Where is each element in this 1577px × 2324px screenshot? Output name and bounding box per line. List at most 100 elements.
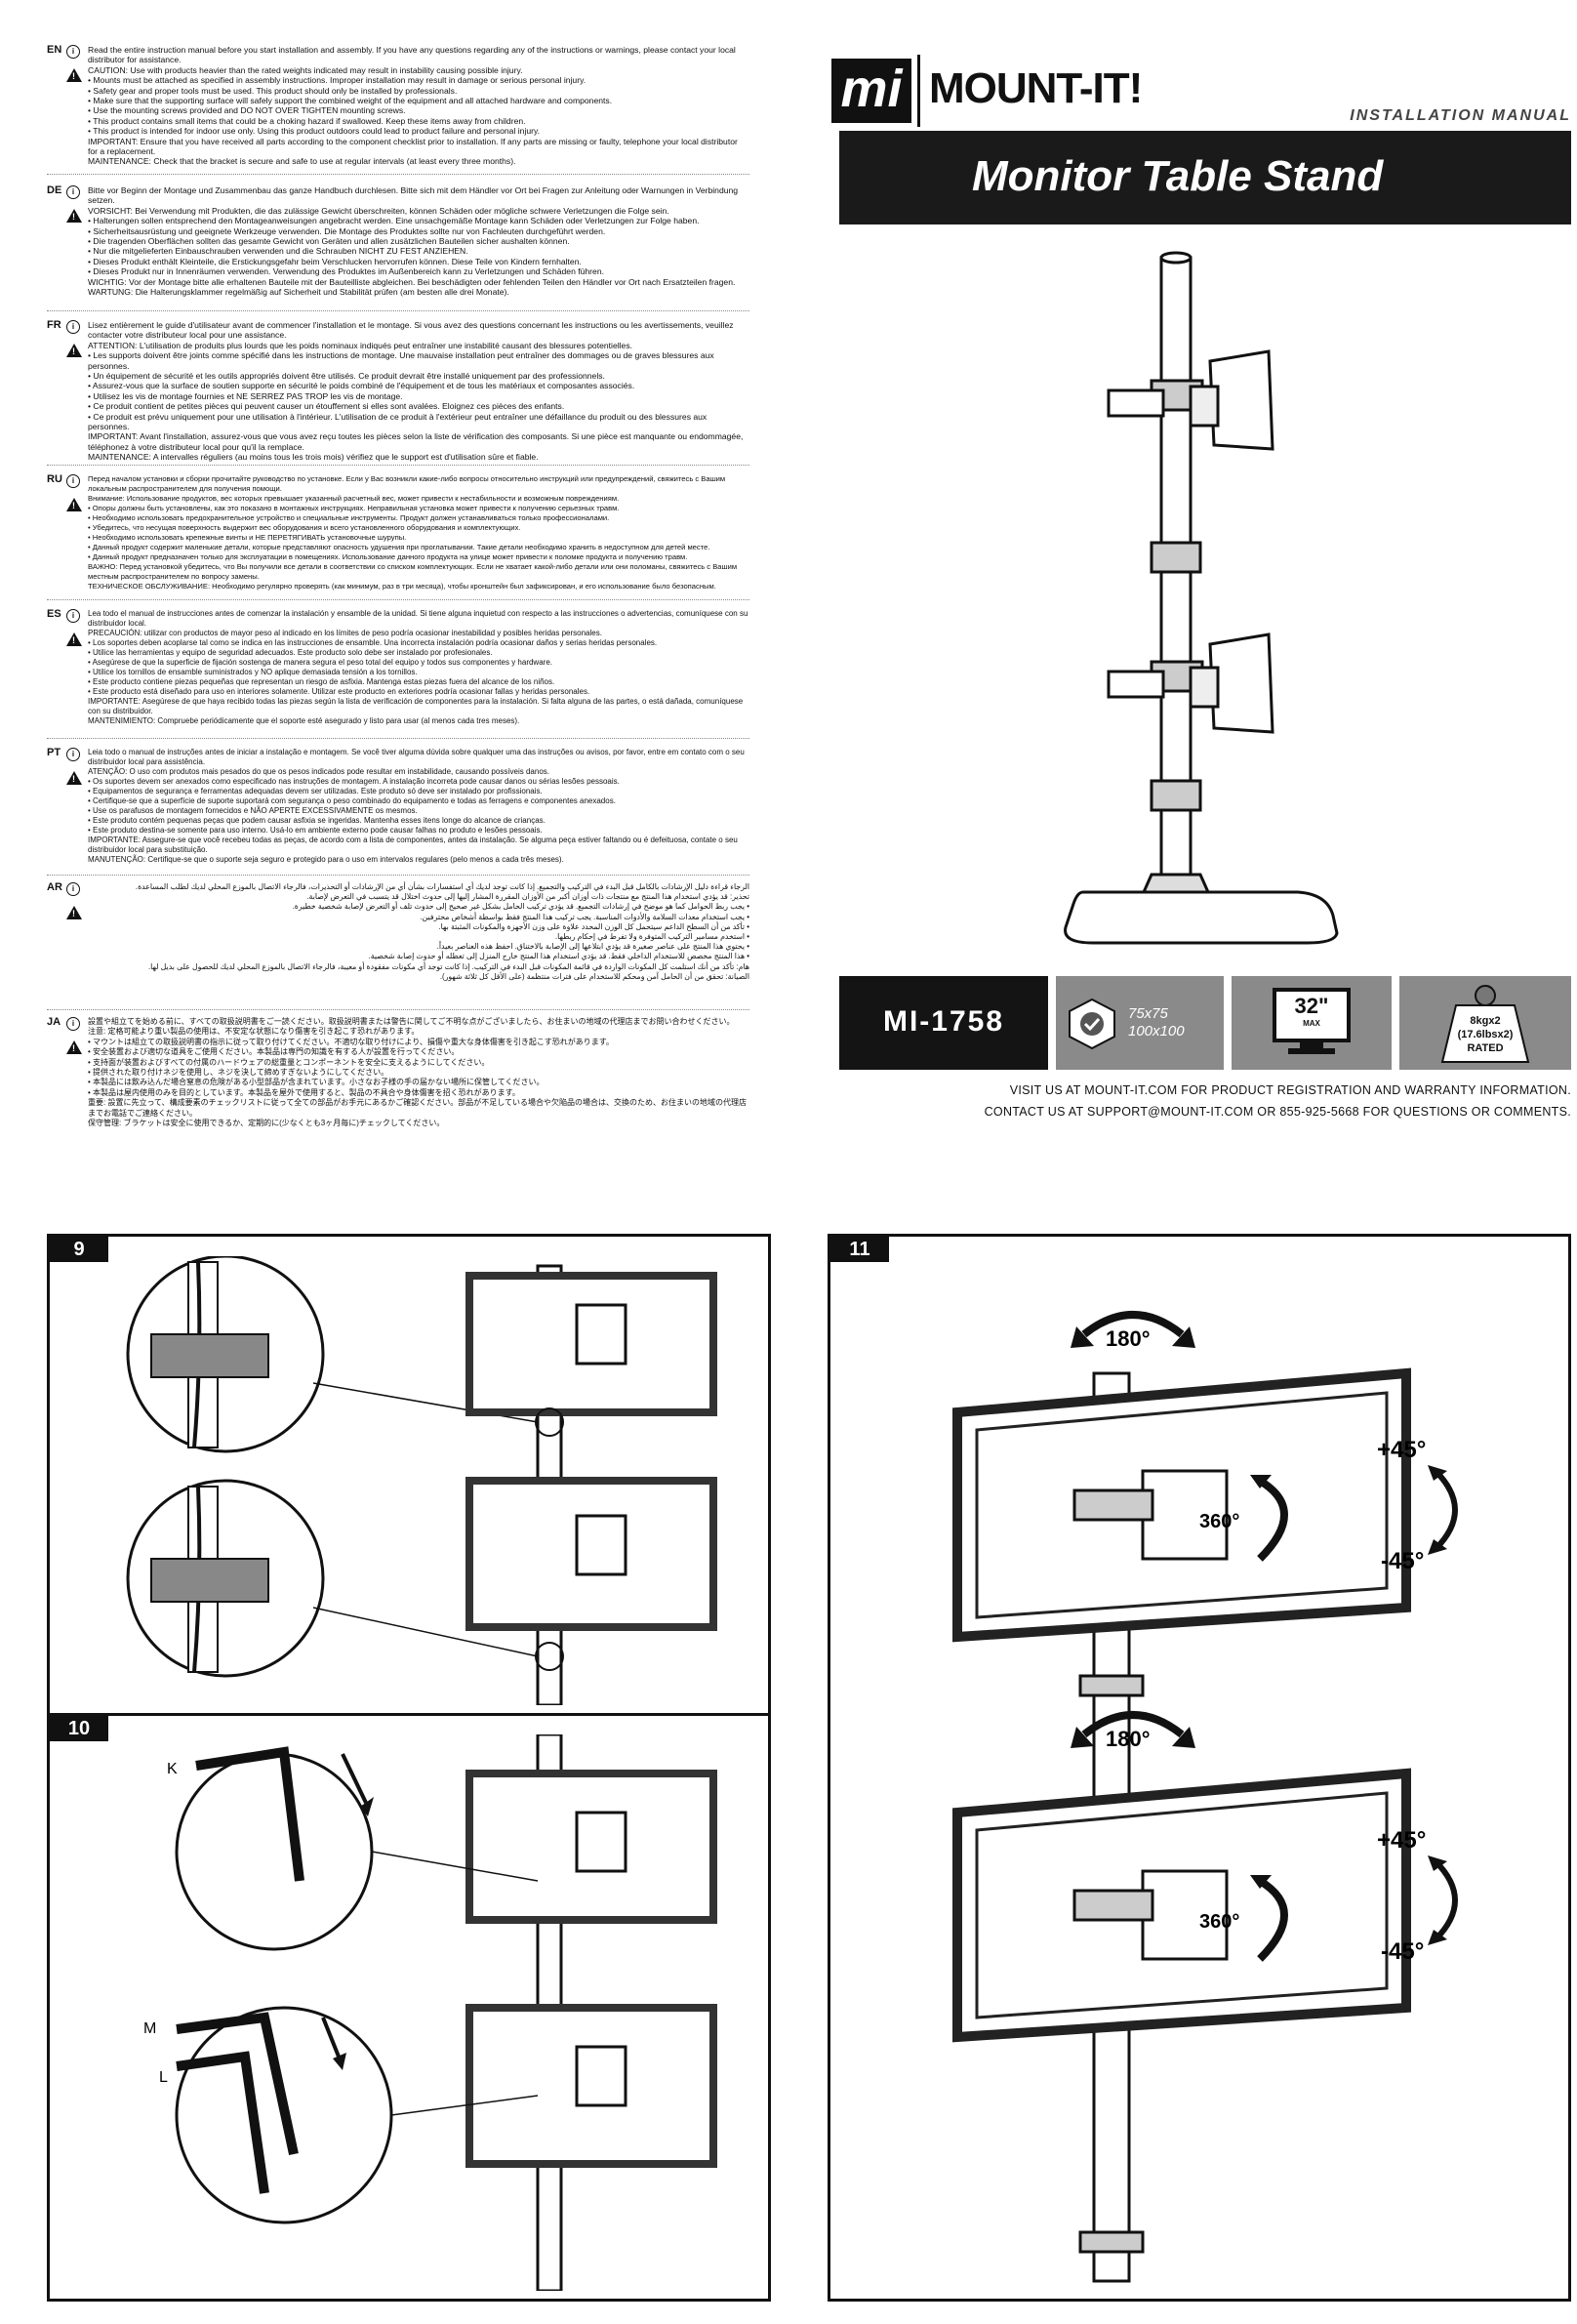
- warning-text: • Ce produit contient de petites pièces …: [88, 401, 565, 412]
- warning-block-ru: RU i Перед началом установки и сборки пр…: [47, 474, 749, 599]
- warning-block-es: ES i Lea todo el manual de instrucciones…: [47, 609, 749, 736]
- warning-text: MANUTENÇÃO: Certifique-se que o suporte …: [88, 855, 564, 864]
- hex-key-detail-top: [175, 1752, 374, 1951]
- warning-text: • Este producto contiene piezas pequeñas…: [88, 677, 555, 686]
- warning-text: • Certifique-se que a superfície de supo…: [88, 796, 616, 805]
- tilt-up-label-top: +45°: [1377, 1437, 1426, 1463]
- warning-text: • Sicherheitsausrüstung und geeignete We…: [88, 225, 606, 236]
- read-manual-icon: i: [66, 609, 80, 623]
- step-11-tab: 11: [830, 1237, 889, 1262]
- divider: [47, 599, 749, 600]
- tilt-up-label-bottom: +45°: [1377, 1827, 1426, 1854]
- step-11-illustration: 180° 360° +45° -45° 180° 360° +45° -45°: [952, 1311, 1458, 2283]
- warning-text: ATENÇÃO: O uso com produtos mais pesados…: [88, 767, 550, 776]
- warning-text: • Необходимо использовать предохранитель…: [88, 513, 610, 522]
- divider: [47, 310, 749, 311]
- brand-logo-mark: mi: [831, 59, 911, 123]
- bottom-arm: [1107, 670, 1165, 699]
- lang-code-en: EN: [47, 44, 62, 56]
- warning-text: • تأكد من أن السطح الداعم سيتحمل كل الوز…: [438, 921, 749, 931]
- warning-text: • Este produto contém pequenas peças que…: [88, 816, 546, 825]
- contact-registration-line: VISIT US AT MOUNT-IT.COM FOR PRODUCT REG…: [1009, 1083, 1571, 1097]
- warning-text: • Safety gear and proper tools must be u…: [88, 85, 458, 96]
- warning-triangle-icon: [66, 209, 82, 223]
- weight-line1: 8kgx2: [1470, 1015, 1501, 1027]
- top-arm: [1107, 388, 1165, 418]
- product-illustration: [1064, 251, 1339, 945]
- warning-text: VORSICHT: Bei Verwendung mit Produkten, …: [88, 205, 669, 216]
- weight-spec: 8kgx2 (17.6lbsx2) RATED: [1399, 976, 1571, 1070]
- divider: [47, 465, 749, 466]
- warning-text: الرجاء قراءة دليل الإرشادات بالكامل قبل …: [135, 882, 749, 891]
- warning-text: Bitte vor Beginn der Montage und Zusamme…: [88, 185, 739, 206]
- warning-text: تحذير: قد يؤدي استخدام هذا المنتج مع منت…: [306, 892, 749, 902]
- step-9-tab: 9: [50, 1237, 108, 1262]
- tilt-icon-bottom: [1433, 1858, 1458, 1942]
- warning-text: IMPORTANTE: Assegure-se que você recebeu…: [88, 836, 738, 854]
- warning-text: • 提供された取り付けネジを使用し、ネジを決して締めすぎないようにしてください。: [88, 1068, 389, 1078]
- warning-text: • يحتوي هذا المنتج على عناصر صغيرة قد يؤ…: [436, 942, 749, 952]
- divider: [47, 875, 749, 876]
- warning-text: Перед началом установки и сборки прочита…: [88, 474, 726, 493]
- warning-text: • Use os parafusos de montagem fornecido…: [88, 806, 418, 815]
- warning-text: • هذا المنتج مخصص للاستخدام الداخلي فقط.…: [368, 952, 749, 961]
- lang-code-ar: AR: [47, 881, 62, 893]
- warning-text: • Ce produit est prévu uniquement pour u…: [88, 411, 708, 432]
- warning-block-ar: AR i الرجاء قراءة دليل الإرشادات بالكامل…: [47, 881, 749, 1007]
- warning-text: • Dieses Produkt nur in Innenräumen verw…: [88, 266, 604, 277]
- rotate-180-icon-top: [1081, 1311, 1185, 1338]
- warning-text: • Utilice las herramientas y equipo de s…: [88, 648, 493, 657]
- lang-code-pt: PT: [47, 747, 61, 758]
- warning-text: • Utilice los tornillos de ensamble sumi…: [88, 668, 418, 676]
- warning-text: • استخدم مسامير التركيب المتوفرة ولا تفر…: [554, 932, 749, 942]
- rotate-360-icon-bottom: [1257, 1877, 1288, 1962]
- warning-text: • 安全装置および適切な道具をご使用ください。本製品は専門の知識を有する人が設置…: [88, 1047, 460, 1057]
- warning-text: • This product contains small items that…: [88, 115, 526, 126]
- warning-block-fr: FR i Lisez entièrement le guide d'utilis…: [47, 319, 749, 462]
- product-title-bar: Monitor Table Stand: [839, 131, 1571, 224]
- weight-line2: (17.6lbsx2): [1457, 1029, 1514, 1040]
- warning-text: • Este produto destina-se somente para u…: [88, 826, 543, 835]
- warning-triangle-icon: [66, 344, 82, 357]
- step-10-illustration: K M L: [143, 1734, 717, 2291]
- step-divider: [50, 1713, 768, 1716]
- warning-block-pt: PT i Leia todo o manual de instruções an…: [47, 748, 749, 878]
- read-manual-icon: i: [66, 185, 80, 199]
- warning-triangle-icon: [66, 498, 82, 511]
- warning-triangle-icon: [66, 68, 82, 82]
- logo-divider: [917, 55, 920, 127]
- warning-text: • Данный продукт предназначен только для…: [88, 552, 688, 561]
- lang-code-de: DE: [47, 184, 62, 196]
- hex-key-m: [176, 2012, 299, 2156]
- tilt-down-label-top: -45°: [1381, 1548, 1424, 1574]
- warning-text: • Halterungen sollen entsprechend den Mo…: [88, 216, 700, 226]
- screen-size-value: 32": [1294, 994, 1329, 1018]
- warning-text: 保守管理: ブラケットは安全に使用できるか、定期的に(少なくとも3ヶ月毎に)チェ…: [88, 1119, 445, 1128]
- mid-collar: [1150, 541, 1202, 574]
- warning-text: Lea todo el manual de instrucciones ante…: [88, 609, 748, 628]
- divider: [47, 174, 749, 175]
- rotate-360-icon-top: [1257, 1477, 1288, 1562]
- screen-size-spec: 32" MAX: [1232, 976, 1392, 1070]
- weight-icon: [1440, 985, 1530, 1063]
- warning-text: • Asegúrese de que la superficie de fija…: [88, 658, 552, 667]
- monitor-icon: [1273, 988, 1351, 1054]
- warning-text: • Use the mounting screws provided and D…: [88, 105, 406, 116]
- warning-text: • Mounts must be attached as specified i…: [88, 75, 586, 86]
- warning-text: الصيانة: تحقق من أن الحامل آمن ومحكم للا…: [439, 971, 749, 981]
- warning-text: • يجب استخدام معدات السلامة والأدوات الم…: [420, 912, 749, 921]
- top-vesa-plate: [1208, 349, 1274, 451]
- step-11-panel: 11 180° 360° +45° -45° 180°: [828, 1234, 1571, 2302]
- pole-cap: [1159, 251, 1193, 265]
- step-9-10-panel: 9 10 K: [47, 1234, 771, 2302]
- lower-collar: [1150, 779, 1202, 812]
- read-manual-icon: i: [66, 748, 80, 761]
- stand-base: [1064, 890, 1339, 945]
- warning-block-ja: JA i 設置や組立てを始める前に、すべての取扱説明書をご一読ください。取扱説明…: [47, 1016, 749, 1146]
- warning-text: Leia todo o manual de instruções antes d…: [88, 748, 745, 766]
- warning-text: Внимание: Использование продуктов, вес к…: [88, 494, 620, 503]
- rotate-180-label-top: 180°: [1106, 1326, 1151, 1351]
- warning-block-de: DE i Bitte vor Beginn der Montage und Zu…: [47, 184, 749, 306]
- warning-text: ATTENTION: L'utilisation de produits plu…: [88, 340, 633, 350]
- top-vesa-plate: [1141, 1469, 1229, 1561]
